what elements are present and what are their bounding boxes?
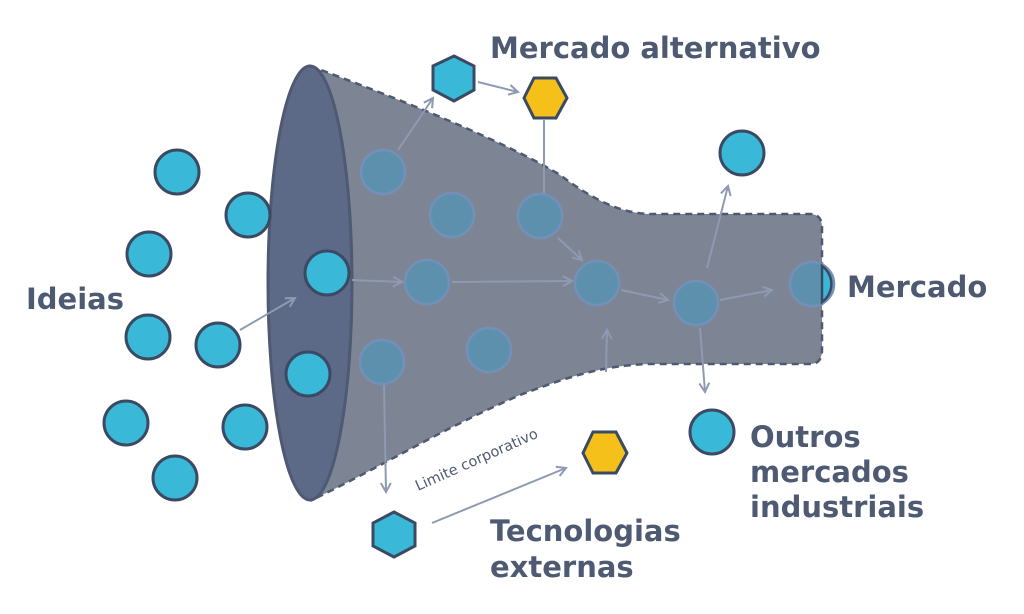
arrow-diag-to-stage [557, 237, 582, 260]
inner-idea [358, 338, 406, 386]
idea-circle [102, 399, 150, 447]
label-other-markets-line2: mercados [750, 455, 909, 489]
arrow-middle-stage [451, 281, 572, 282]
hexagon-yellow-top [522, 76, 569, 120]
hexagon-blue-top [431, 54, 476, 103]
idea-circle [221, 403, 269, 451]
label-other-markets-line3: industriais [750, 490, 924, 524]
idea-circle [153, 148, 201, 196]
label-external-tech-line1: Tecnologias [490, 514, 681, 548]
label-ideas: Ideias [26, 282, 124, 316]
idea-circle [124, 313, 172, 361]
idea-circle [303, 249, 351, 297]
label-other-markets-line1: Outros [750, 420, 861, 454]
flow-arrows [239, 81, 772, 524]
arrow-hex-blue-to-hex-yellow [477, 81, 518, 92]
arrow-to-late-stage [620, 289, 668, 300]
inner-idea [516, 192, 564, 240]
arrow-idea-into-funnel [239, 298, 295, 331]
inner-idea [403, 258, 451, 306]
idea-circle [125, 230, 173, 278]
inner-idea [359, 148, 407, 196]
arrow-hex-yellow-up [606, 330, 607, 373]
arrow-to-first-stage [351, 280, 402, 282]
idea-circle [151, 454, 199, 502]
arrow-to-market [719, 290, 772, 301]
other-markets-circle [688, 408, 736, 456]
arrow-out-to-bottom [384, 384, 386, 492]
upper-market-circle [718, 129, 766, 177]
idea-circle [194, 321, 242, 369]
arrow-stage-to-hex-blue [397, 98, 433, 151]
arrow-external-tech-in [431, 468, 566, 524]
inner-idea [428, 191, 476, 239]
market-circle-edge [820, 263, 833, 305]
arrow-to-upper-market [706, 186, 728, 269]
arrow-to-other-markets [700, 327, 705, 392]
inner-idea [465, 326, 513, 374]
idea-circle [284, 350, 332, 398]
label-market: Mercado [847, 270, 987, 304]
inner-idea [573, 259, 621, 307]
label-alternative-market: Mercado alternativo [490, 31, 821, 65]
hexagon-blue-bottom [371, 510, 417, 559]
inner-ideas [358, 148, 836, 386]
idea-circle [224, 191, 272, 239]
inner-idea [672, 279, 720, 327]
hexagon-yellow-bottom [581, 430, 629, 475]
idea-circles [102, 129, 766, 502]
label-external-tech-line2: externas [490, 550, 634, 584]
